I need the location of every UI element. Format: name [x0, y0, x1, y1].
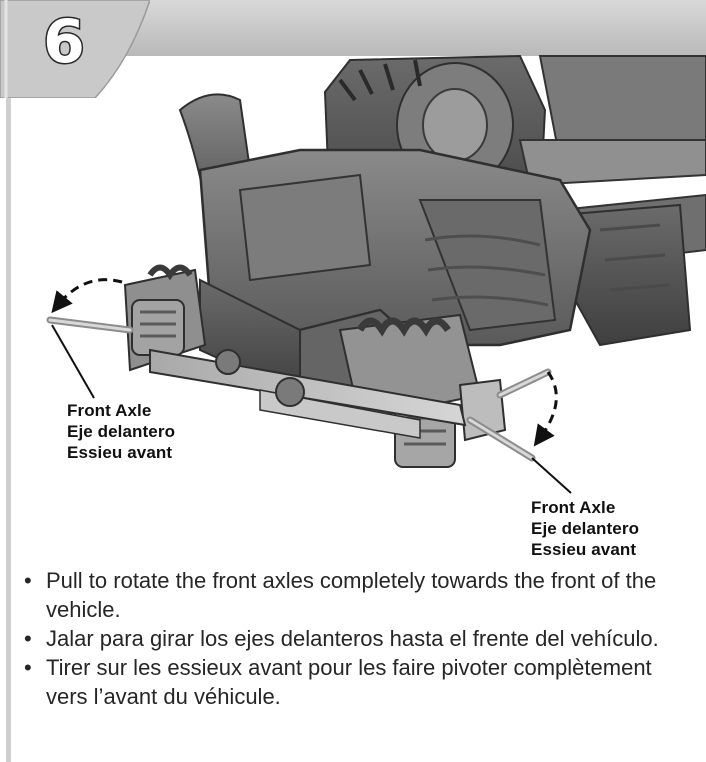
instruction-en: • Pull to rotate the front axles complet… — [24, 566, 694, 624]
callout-left-es: Eje delantero — [67, 422, 176, 441]
instruction-list: • Pull to rotate the front axles complet… — [24, 566, 694, 711]
rotation-arrow-right — [533, 371, 558, 447]
leader-line-left — [51, 324, 95, 399]
instruction-fr-text: Tirer sur les essieux avant pour les fai… — [46, 655, 652, 709]
instruction-en-text: Pull to rotate the front axles completel… — [46, 568, 657, 622]
chassis-frame — [518, 55, 706, 347]
callout-left-front-axle: Front Axle Eje delantero Essieu avant — [67, 400, 175, 463]
front-axle-rods — [46, 316, 552, 462]
vehicle-body — [198, 148, 592, 402]
bullet-icon: • — [24, 626, 32, 651]
callout-left-en: Front Axle — [67, 401, 152, 420]
vehicle-underside-illustration — [46, 54, 706, 494]
bullet-icon: • — [24, 568, 32, 593]
instruction-es: • Jalar para girar los ejes delanteros h… — [24, 624, 694, 653]
callout-right-en: Front Axle — [531, 498, 616, 517]
callout-right-front-axle: Front Axle Eje delantero Essieu avant — [531, 497, 639, 560]
leader-line-right — [531, 457, 572, 494]
step-badge: 6 — [0, 0, 151, 99]
step-number: 6 — [42, 7, 87, 77]
instruction-es-text: Jalar para girar los ejes delanteros has… — [46, 626, 659, 651]
callout-right-es: Eje delantero — [531, 519, 640, 538]
bullet-icon: • — [24, 655, 32, 680]
callout-right-fr: Essieu avant — [531, 540, 637, 559]
step-badge-shape — [0, 0, 151, 99]
callout-left-fr: Essieu avant — [67, 443, 173, 462]
rotation-arrow-left — [51, 278, 123, 314]
instruction-fr: • Tirer sur les essieux avant pour les f… — [24, 653, 694, 711]
left-margin-rule — [6, 56, 11, 762]
axle-beam — [149, 348, 467, 439]
